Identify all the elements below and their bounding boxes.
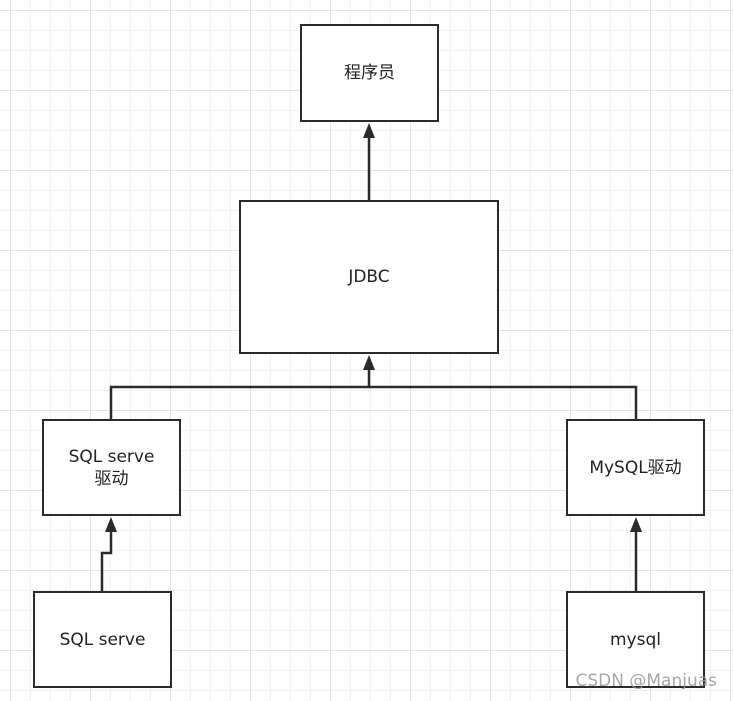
node-label: SQL serve驱动 (68, 446, 155, 489)
node-label: MySQL驱动 (589, 457, 682, 478)
arrowhead-icon (630, 517, 642, 532)
node-label: mysql (610, 629, 661, 650)
node-sqlserve[interactable]: SQL serve (33, 591, 172, 688)
arrowhead-icon (363, 123, 375, 138)
node-programmer[interactable]: 程序员 (300, 24, 439, 122)
arrowhead-icon (105, 517, 117, 532)
node-label: JDBC (348, 267, 390, 287)
node-mysql-driver[interactable]: MySQL驱动 (566, 419, 705, 516)
node-mysql[interactable]: mysql (566, 591, 705, 688)
arrowhead-icon (363, 355, 375, 370)
watermark-text: CSDN @Manjuas (575, 671, 717, 691)
node-jdbc[interactable]: JDBC (239, 200, 499, 354)
edge-drivers-to-jdbc (109, 355, 638, 419)
node-label: 程序员 (344, 63, 395, 83)
node-label: SQL serve (59, 629, 146, 650)
edge-jdbc-to-programmer (363, 123, 375, 200)
node-sqlserver-driver[interactable]: SQL serve驱动 (42, 419, 181, 516)
edge-mysql-to-mysql-driver (630, 517, 642, 591)
edge-sqlserve-to-sqlserver-driver (100, 517, 117, 591)
